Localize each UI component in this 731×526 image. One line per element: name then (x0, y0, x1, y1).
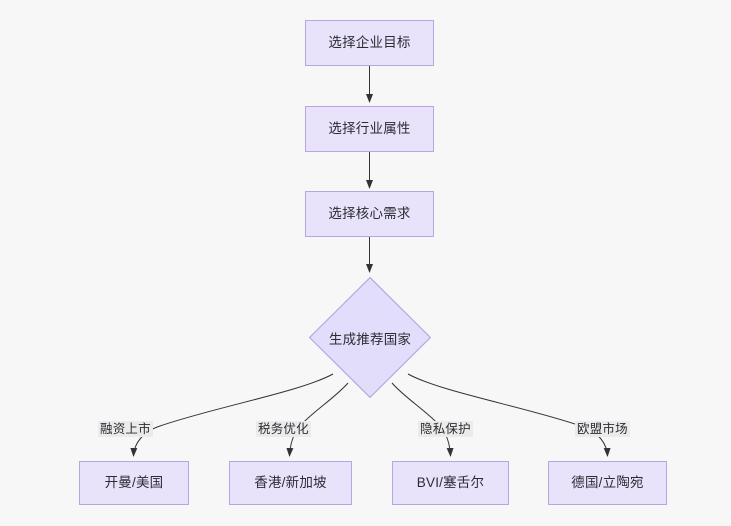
edge-label-branch4: 欧盟市场 (575, 421, 630, 438)
edge-label-branch2-text: 税务优化 (258, 422, 309, 436)
edge-label-branch3: 隐私保护 (418, 421, 473, 438)
node-out1-label: 开曼/美国 (104, 475, 164, 491)
node-step2[interactable]: 选择行业属性 (305, 106, 434, 152)
node-decision[interactable]: 生成推荐国家 (309, 277, 431, 398)
node-out3[interactable]: BVI/塞舌尔 (392, 461, 509, 505)
diamond-shape (309, 277, 431, 398)
edge-label-branch1-text: 融资上市 (100, 422, 151, 436)
edge-label-branch2: 税务优化 (256, 421, 311, 438)
edge-label-branch1: 融资上市 (98, 421, 153, 438)
node-step3-label: 选择核心需求 (328, 206, 411, 222)
node-step1-label: 选择企业目标 (328, 35, 411, 51)
node-decision-label: 生成推荐国家 (328, 331, 412, 347)
node-out3-label: BVI/塞舌尔 (416, 475, 485, 491)
node-step2-label: 选择行业属性 (328, 121, 411, 137)
edge-decision-out4 (407, 373, 611, 457)
node-out1[interactable]: 开曼/美国 (79, 461, 189, 505)
edge-decision-out1 (130, 373, 334, 457)
node-out4-label: 德国/立陶宛 (571, 475, 644, 491)
node-out2[interactable]: 香港/新加坡 (229, 461, 352, 505)
node-step1[interactable]: 选择企业目标 (305, 20, 434, 66)
edge-label-branch4-text: 欧盟市场 (577, 422, 628, 436)
node-out4[interactable]: 德国/立陶宛 (548, 461, 667, 505)
edge-label-branch3-text: 隐私保护 (420, 422, 471, 436)
node-step3[interactable]: 选择核心需求 (305, 191, 434, 237)
node-out2-label: 香港/新加坡 (254, 475, 327, 491)
